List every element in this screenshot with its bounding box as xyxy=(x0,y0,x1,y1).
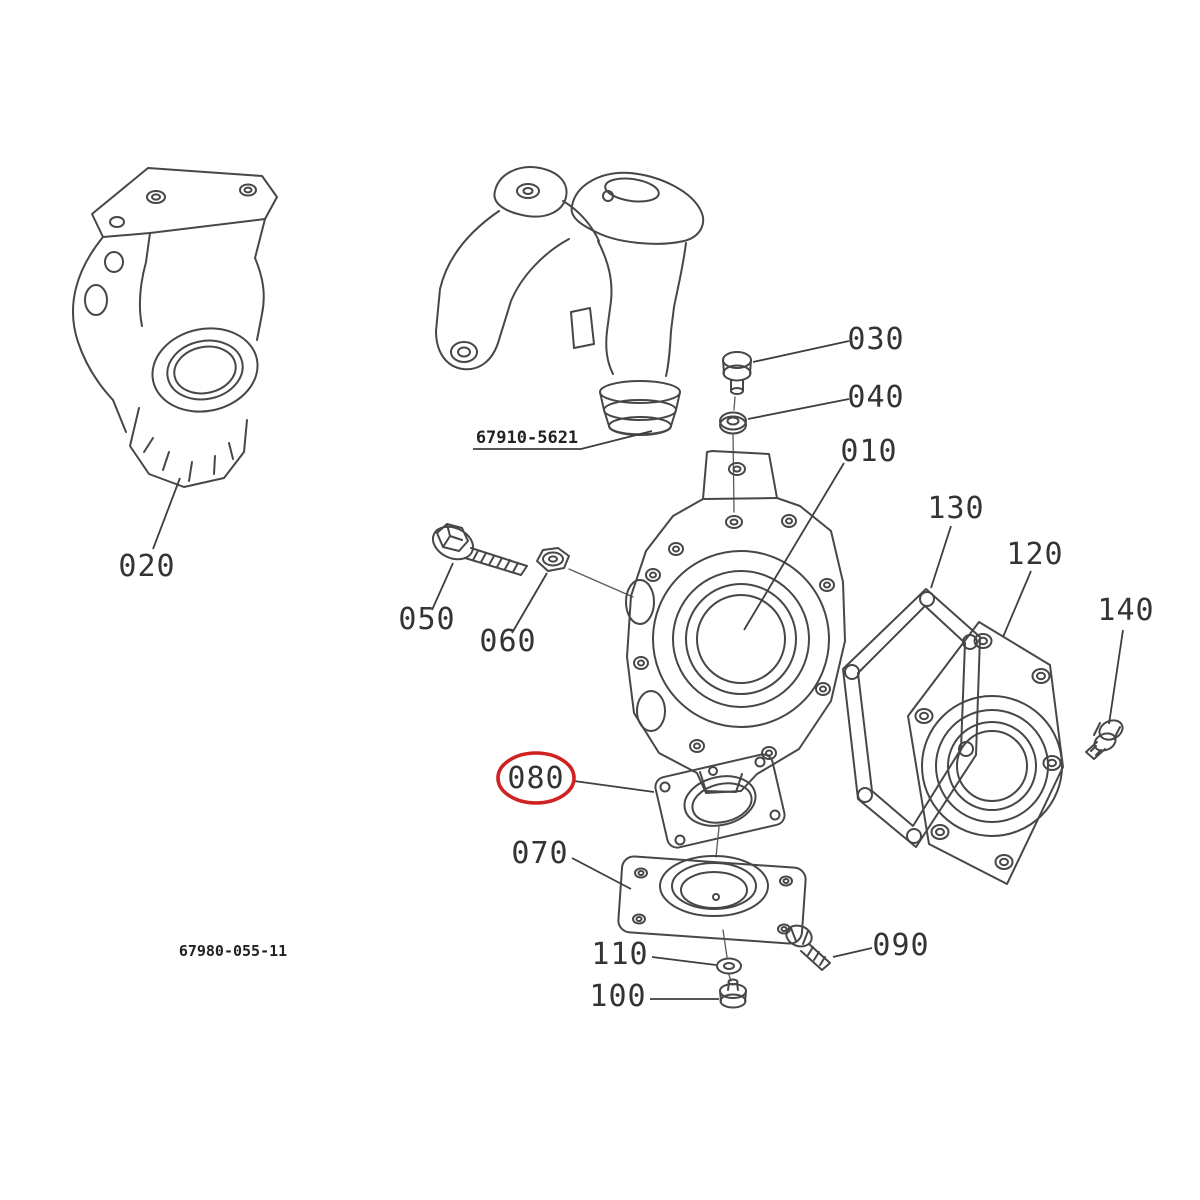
callout-020[interactable]: 020 xyxy=(118,549,175,584)
assembly-ref-label: 67910-5621 xyxy=(476,428,578,448)
highlight-ring-080 xyxy=(496,751,576,805)
callout-130[interactable]: 130 xyxy=(927,491,984,526)
leader-070 xyxy=(571,857,632,890)
gasket-080-drawing xyxy=(654,753,786,858)
leader-lines xyxy=(152,340,1124,1000)
washer-110-drawing xyxy=(716,957,742,982)
cover-case-120-drawing xyxy=(907,621,1064,885)
bolt-090-drawing xyxy=(785,924,831,971)
callout-010[interactable]: 010 xyxy=(840,434,897,469)
bolt-030-drawing xyxy=(722,351,752,411)
bolt-100-drawing xyxy=(719,978,747,1009)
callout-140[interactable]: 140 xyxy=(1097,593,1154,628)
callout-050[interactable]: 050 xyxy=(398,602,455,637)
leader-140 xyxy=(1108,629,1124,725)
callout-120[interactable]: 120 xyxy=(1006,537,1063,572)
drawing-code-label: 67980-055-11 xyxy=(179,942,287,960)
leader-130 xyxy=(930,525,952,589)
leader-110 xyxy=(651,956,717,966)
nut-060-drawing xyxy=(536,547,634,598)
leader-020 xyxy=(152,477,181,550)
steering-knuckle-assembly-drawing xyxy=(435,166,705,436)
callout-030[interactable]: 030 xyxy=(847,322,904,357)
callout-100[interactable]: 100 xyxy=(589,979,646,1014)
callout-110[interactable]: 110 xyxy=(591,937,648,972)
leader-050 xyxy=(431,562,454,611)
callout-080[interactable]: 080 xyxy=(507,761,564,796)
leader-040 xyxy=(747,398,850,420)
callout-060[interactable]: 060 xyxy=(479,624,536,659)
leader-090 xyxy=(832,947,873,958)
knuckle-case-010-drawing xyxy=(625,450,846,794)
callout-070[interactable]: 070 xyxy=(511,836,568,871)
knuckle-housing-020-drawing xyxy=(71,167,278,488)
bolt-140-drawing xyxy=(1085,719,1124,760)
callout-090[interactable]: 090 xyxy=(872,928,929,963)
leader-120 xyxy=(1002,570,1032,638)
bolt-050-drawing xyxy=(431,523,528,576)
callout-labels: 020 030 040 010 130 120 140 050 060 080 … xyxy=(118,322,1154,1014)
leader-060 xyxy=(511,572,548,634)
leader-080 xyxy=(573,780,655,793)
flange-cover-070-drawing xyxy=(617,855,807,958)
leader-010 xyxy=(743,462,845,631)
washer-040-drawing xyxy=(719,411,747,513)
leader-assembly-ref xyxy=(473,430,653,450)
callout-040[interactable]: 040 xyxy=(847,380,904,415)
leader-030 xyxy=(752,340,850,363)
gasket-130-drawing xyxy=(842,588,981,848)
